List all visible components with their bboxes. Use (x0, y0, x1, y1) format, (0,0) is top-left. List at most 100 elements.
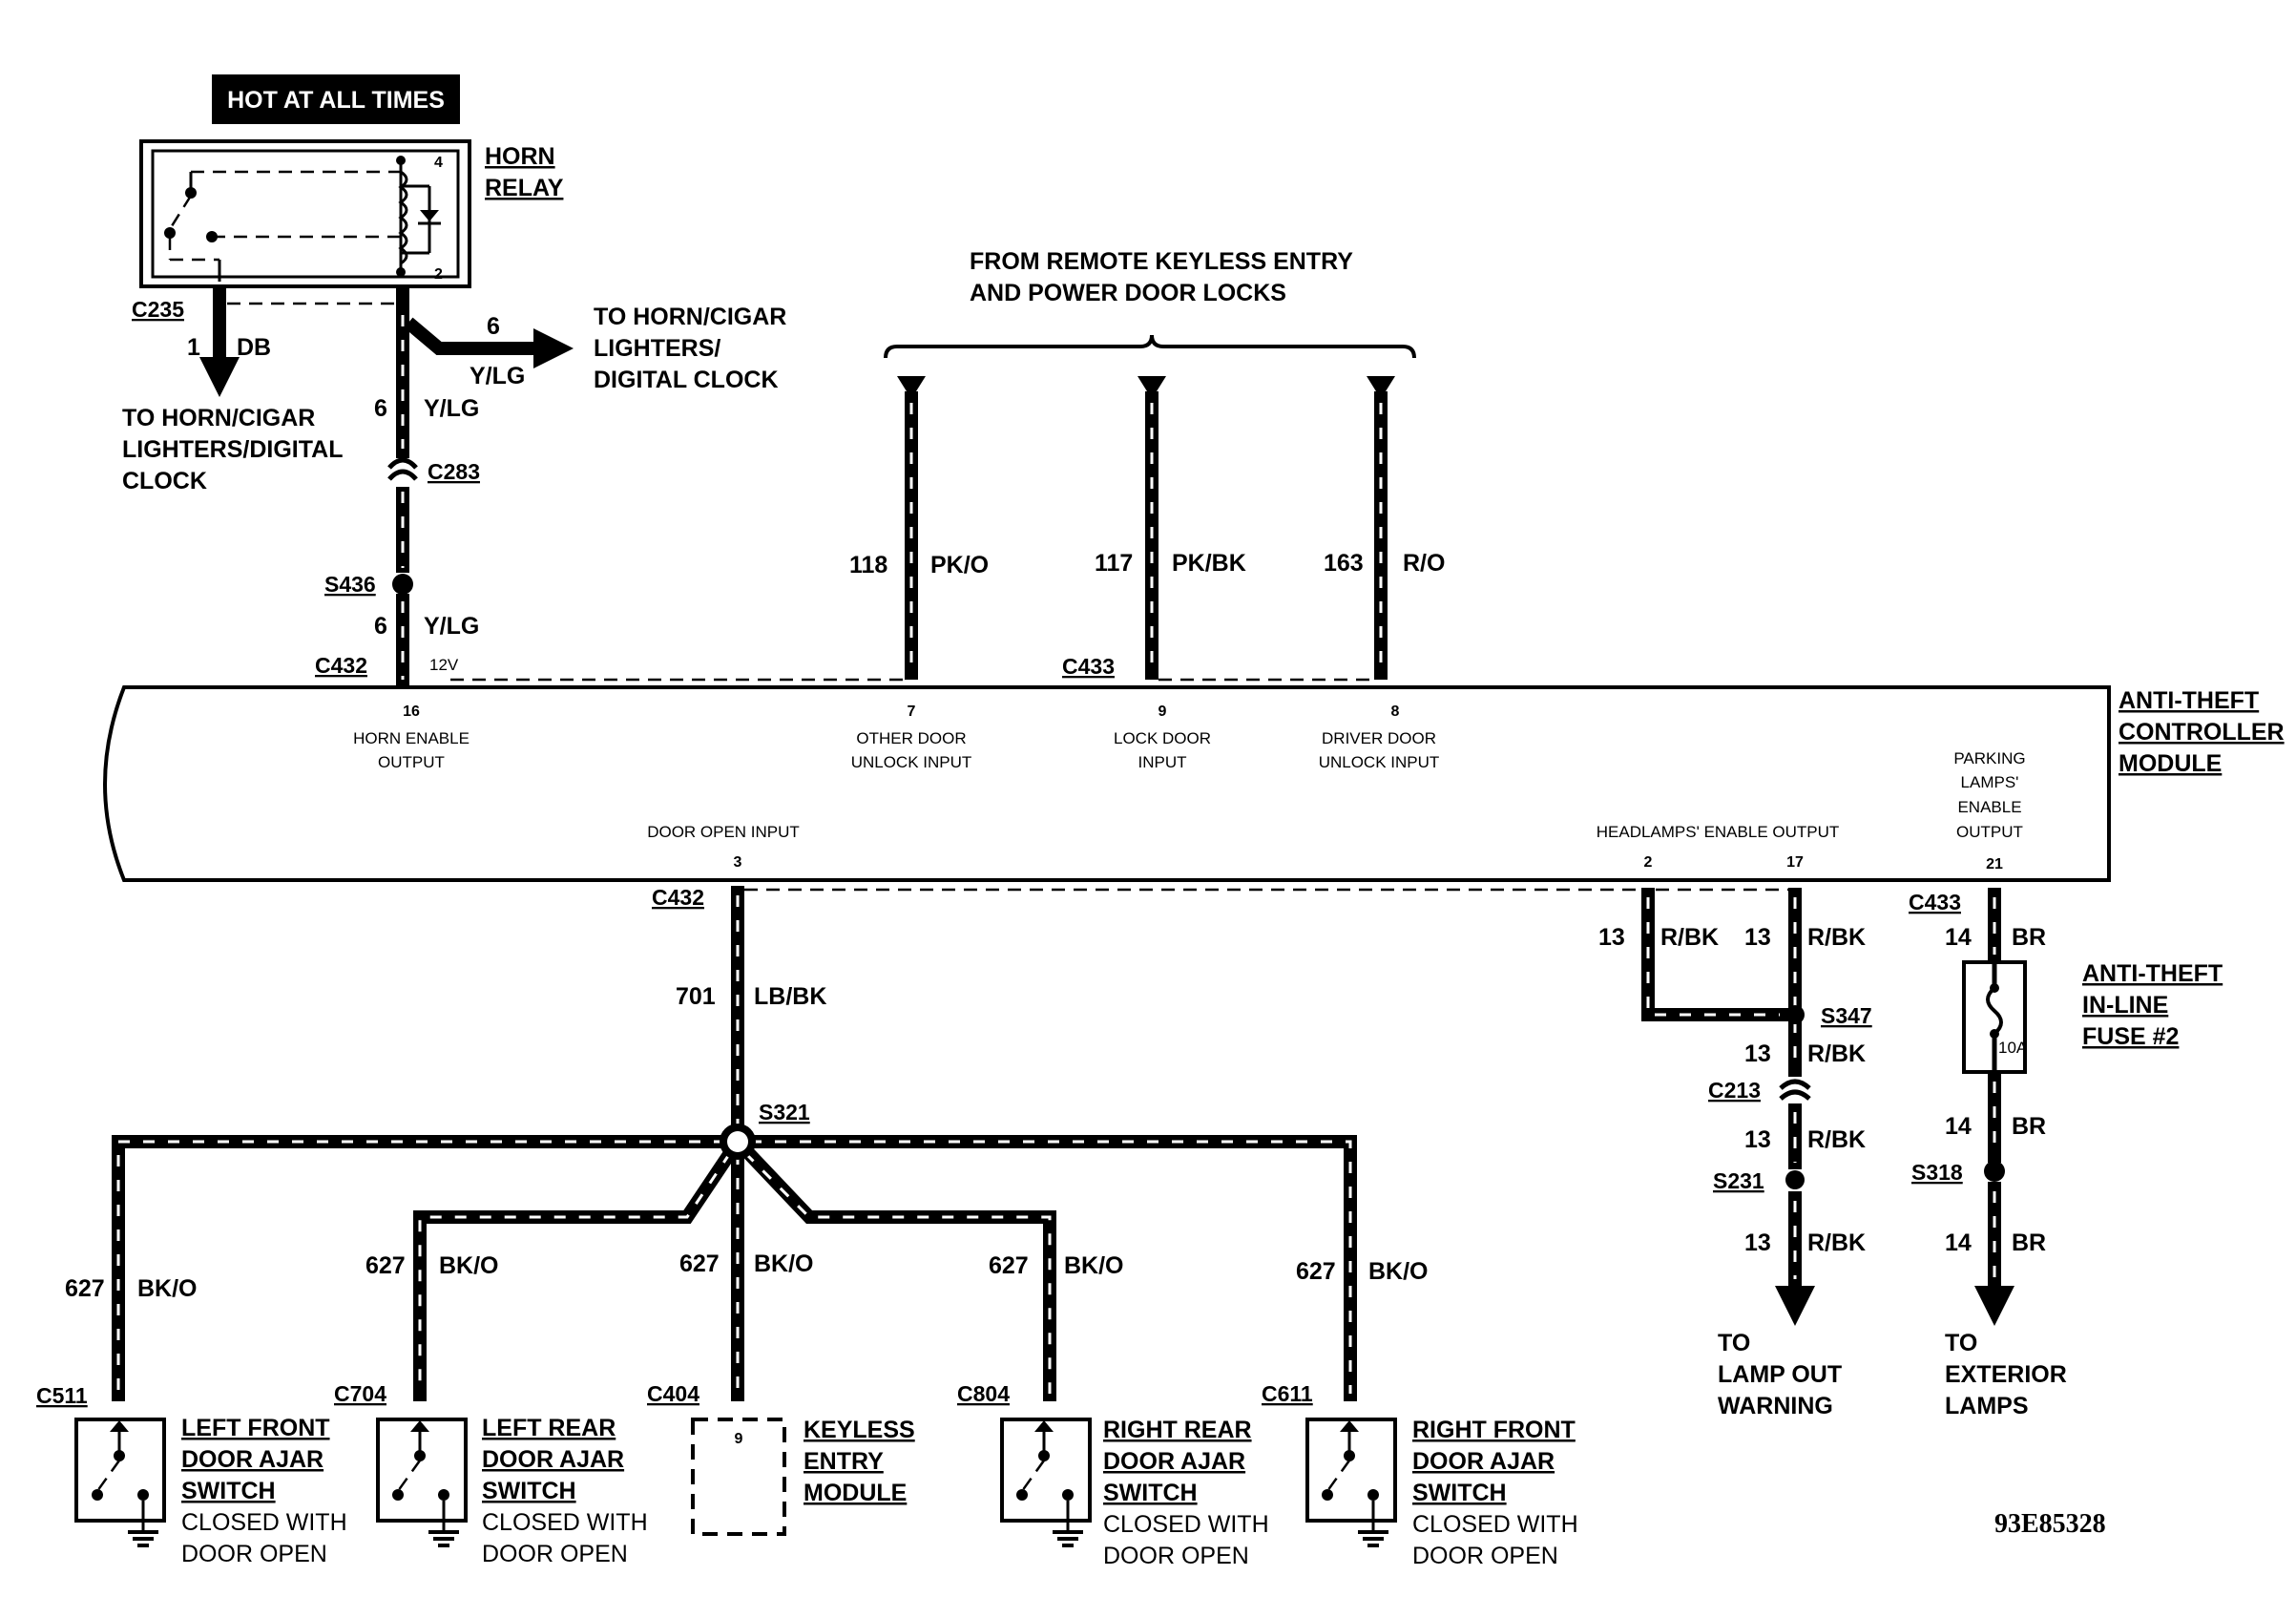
parking-lamps-circuit: 10A C433 14 BR ANTI-THEFT IN-LINE FUSE #… (1909, 888, 2223, 1419)
park-c1-circuit: 14 (1945, 924, 1972, 951)
kem-name-3: MODULE (804, 1480, 907, 1506)
c283-label: C283 (428, 459, 480, 484)
horn-wire-circuit: 6 (374, 395, 387, 422)
branch-circuit: 6 (487, 313, 500, 340)
horn-relay: 4 2 HORN RELAY (139, 139, 564, 288)
park-c2-color: BR (2012, 1113, 2046, 1140)
sw5-note-2: DOOR OPEN (1412, 1543, 1558, 1569)
c235-circuit: 1 (187, 334, 200, 361)
relay-pin-2: 2 (434, 266, 443, 283)
pin-2: 2 (1644, 854, 1653, 871)
sw5-name-3: SWITCH (1412, 1480, 1507, 1506)
c235-dest-3: CLOCK (122, 468, 207, 494)
sw4-name-1: RIGHT REAR (1103, 1417, 1252, 1443)
sw1-name-1: LEFT FRONT (181, 1415, 330, 1441)
wire-118-color: PK/O (930, 552, 989, 578)
hl-dest-1: TO (1718, 1330, 1750, 1356)
branch-dest-1: TO HORN/CIGAR (594, 304, 786, 330)
wire-163-color: R/O (1403, 550, 1445, 577)
pin-17: 17 (1786, 854, 1804, 871)
horn-wire: 6 Y/LG C283 S436 6 Y/LG C432 12V (315, 286, 480, 685)
c213-label: C213 (1708, 1078, 1761, 1103)
door-wire-color: LB/BK (754, 983, 826, 1010)
wire-118-circuit: 118 (849, 552, 887, 578)
c611-label: C611 (1262, 1381, 1313, 1406)
wire-117-circuit: 117 (1095, 550, 1133, 577)
pin-7-label-1: OTHER DOOR (856, 729, 966, 747)
c235-color: DB (237, 334, 271, 361)
pin-9-label-1: LOCK DOOR (1114, 729, 1211, 747)
s321-distribution (112, 1124, 1357, 1401)
sw1-name-2: DOOR AJAR (181, 1446, 324, 1473)
park-label-2: LAMPS' (1961, 773, 2019, 791)
park-label-3: ENABLE (1957, 798, 2021, 816)
sw2-name-2: DOOR AJAR (482, 1446, 624, 1473)
keyless-entry-module: 627 BK/O C404 9 KEYLESS ENTRY MODULE (647, 1250, 915, 1536)
figure-id: 93E85328 (1994, 1509, 2106, 1539)
s321-label: S321 (759, 1100, 810, 1124)
sw5-note-1: CLOSED WITH (1412, 1511, 1578, 1538)
sw1-color: BK/O (137, 1275, 198, 1302)
pin-9: 9 (1158, 704, 1167, 720)
park-dest-1: TO (1945, 1330, 1977, 1356)
wire-163-circuit: 163 (1324, 550, 1364, 577)
hl-w17-circuit: 13 (1744, 924, 1771, 951)
right-front-door-ajar-switch: 627 BK/O C611 RIGHT FRONT DOOR AJAR SWIT… (1262, 1258, 1578, 1569)
remote-title-2: AND POWER DOOR LOCKS (970, 280, 1286, 306)
fuse-name-1: ANTI-THEFT (2082, 960, 2223, 987)
sw1-name-3: SWITCH (181, 1478, 276, 1504)
left-rear-door-ajar-switch: 627 BK/O C704 LEFT REAR DOOR AJAR SWITCH… (334, 1252, 648, 1567)
s318-label: S318 (1911, 1160, 1963, 1185)
sw2-note-2: DOOR OPEN (482, 1541, 628, 1567)
door-wire-circuit: 701 (676, 983, 716, 1010)
hl-dest-3: WARNING (1718, 1393, 1833, 1419)
sw2-name-3: SWITCH (482, 1478, 576, 1504)
sw4-note-1: CLOSED WITH (1103, 1511, 1269, 1538)
voltage-label: 12V (429, 656, 459, 674)
horn-enable-label-2: OUTPUT (378, 753, 445, 771)
pin-9-label-2: INPUT (1138, 753, 1187, 771)
hl-c3-color: R/BK (1807, 1229, 1866, 1256)
svg-text:HOT AT ALL TIMES: HOT AT ALL TIMES (227, 87, 445, 114)
module-name-1: ANTI-THEFT (2119, 687, 2259, 714)
pin-3: 3 (734, 854, 742, 871)
sw2-color: BK/O (439, 1252, 499, 1279)
sw2-note-1: CLOSED WITH (482, 1509, 648, 1536)
pin-16: 16 (403, 704, 420, 720)
horn-relay-label-2: RELAY (485, 175, 564, 201)
right-rear-door-ajar-switch: 627 BK/O C804 RIGHT REAR DOOR AJAR SWITC… (957, 1252, 1269, 1569)
pin-21: 21 (1986, 856, 2003, 872)
pin-7-label-2: UNLOCK INPUT (851, 753, 972, 771)
branch-dest-3: DIGITAL CLOCK (594, 367, 779, 393)
hot-at-all-times-banner: HOT AT ALL TIMES (212, 74, 460, 124)
branch-right: 6 Y/LG TO HORN/CIGAR LIGHTERS/ DIGITAL C… (404, 304, 786, 393)
c404-label: C404 (647, 1381, 699, 1406)
module-name-2: CONTROLLER (2119, 719, 2285, 746)
branch-color: Y/LG (470, 363, 525, 389)
c432-top-label: C432 (315, 653, 367, 678)
sw5-circuit: 627 (1296, 1258, 1336, 1285)
park-c1-color: BR (2012, 924, 2046, 951)
c235-dest-2: LIGHTERS/DIGITAL (122, 436, 343, 463)
sw4-name-2: DOOR AJAR (1103, 1448, 1245, 1475)
hl-c1-color: R/BK (1807, 1040, 1866, 1067)
headlamp-output-circuit: 13 R/BK 13 R/BK S347 13 R/BK C213 13 R/B… (1598, 888, 1872, 1419)
sw2-name-1: LEFT REAR (482, 1415, 616, 1441)
branch-dest-2: LIGHTERS/ (594, 335, 720, 362)
kem-pin: 9 (735, 1431, 743, 1447)
sw4-note-2: DOOR OPEN (1103, 1543, 1249, 1569)
horn-wire-color-2: Y/LG (424, 613, 479, 640)
c235-label: C235 (132, 297, 184, 322)
sw2-circuit: 627 (365, 1252, 406, 1279)
s231-label: S231 (1713, 1168, 1764, 1193)
park-label-4: OUTPUT (1956, 823, 2023, 841)
park-c3-color: BR (2012, 1229, 2046, 1256)
horn-wire-circuit-2: 6 (374, 613, 387, 640)
sw5-color: BK/O (1368, 1258, 1429, 1285)
headlamps-enable-label: HEADLAMPS' ENABLE OUTPUT (1597, 823, 1840, 841)
remote-title-1: FROM REMOTE KEYLESS ENTRY (970, 248, 1353, 275)
c704-label: C704 (334, 1381, 386, 1406)
horn-enable-label-1: HORN ENABLE (353, 729, 470, 747)
module-name-3: MODULE (2119, 750, 2222, 777)
